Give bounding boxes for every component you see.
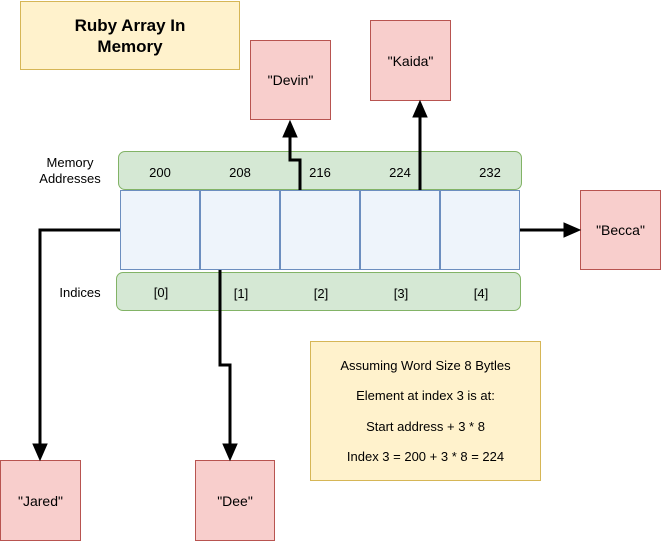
- address-label: 216: [309, 165, 331, 180]
- arrowhead-kaida: [412, 99, 428, 118]
- array-cell-2: [280, 190, 360, 270]
- index-label: [4]: [473, 286, 489, 301]
- value-box-jared: "Jared": [0, 460, 81, 541]
- note-line-1: Assuming Word Size 8 Bytles: [340, 357, 511, 373]
- arrowhead-jared: [32, 443, 48, 462]
- value-label: "Kaida": [387, 52, 434, 69]
- address-label: 224: [389, 165, 411, 180]
- arrow-to-dee: [218, 270, 232, 446]
- value-label: "Devin": [267, 72, 314, 88]
- note-line-2: Element at index 3 is at:: [356, 388, 495, 404]
- address-label: 208: [229, 165, 251, 180]
- memory-address-band: [118, 151, 522, 190]
- explanation-note: Assuming Word Size 8 Bytles Element at i…: [310, 341, 541, 481]
- address-label: 200: [149, 165, 171, 180]
- indices-band: [116, 272, 521, 311]
- note-line-3: Start address + 3 * 8: [366, 418, 485, 434]
- value-label: "Dee": [217, 492, 253, 509]
- index-label: [1]: [233, 286, 249, 301]
- arrow-to-jared: [38, 228, 120, 446]
- address-label: 232: [479, 165, 501, 180]
- arrowhead-dee: [222, 443, 238, 462]
- index-label: [0]: [153, 285, 169, 300]
- index-label: [2]: [313, 286, 329, 301]
- value-box-kaida: "Kaida": [370, 20, 451, 101]
- value-box-devin: "Devin": [250, 40, 331, 120]
- arrow-to-devin: [288, 135, 302, 190]
- diagram-title: Ruby Array In Memory: [74, 15, 186, 56]
- value-box-becca: "Becca": [580, 190, 661, 270]
- title-box: Ruby Array In Memory: [20, 1, 240, 70]
- memory-addresses-label: Memory Addresses: [39, 155, 101, 186]
- note-line-4: Index 3 = 200 + 3 * 8 = 224: [346, 449, 505, 465]
- indices-label: Indices: [59, 285, 101, 300]
- arrowhead-devin: [282, 119, 298, 138]
- index-label: [3]: [393, 286, 409, 301]
- array-cell-3: [360, 190, 440, 270]
- value-label: "Becca": [596, 222, 645, 238]
- array-cell-1: [200, 190, 280, 270]
- array-cell-0: [120, 190, 200, 270]
- value-label: "Jared": [18, 492, 63, 509]
- arrowhead-becca: [563, 222, 582, 238]
- array-cell-4: [440, 190, 520, 270]
